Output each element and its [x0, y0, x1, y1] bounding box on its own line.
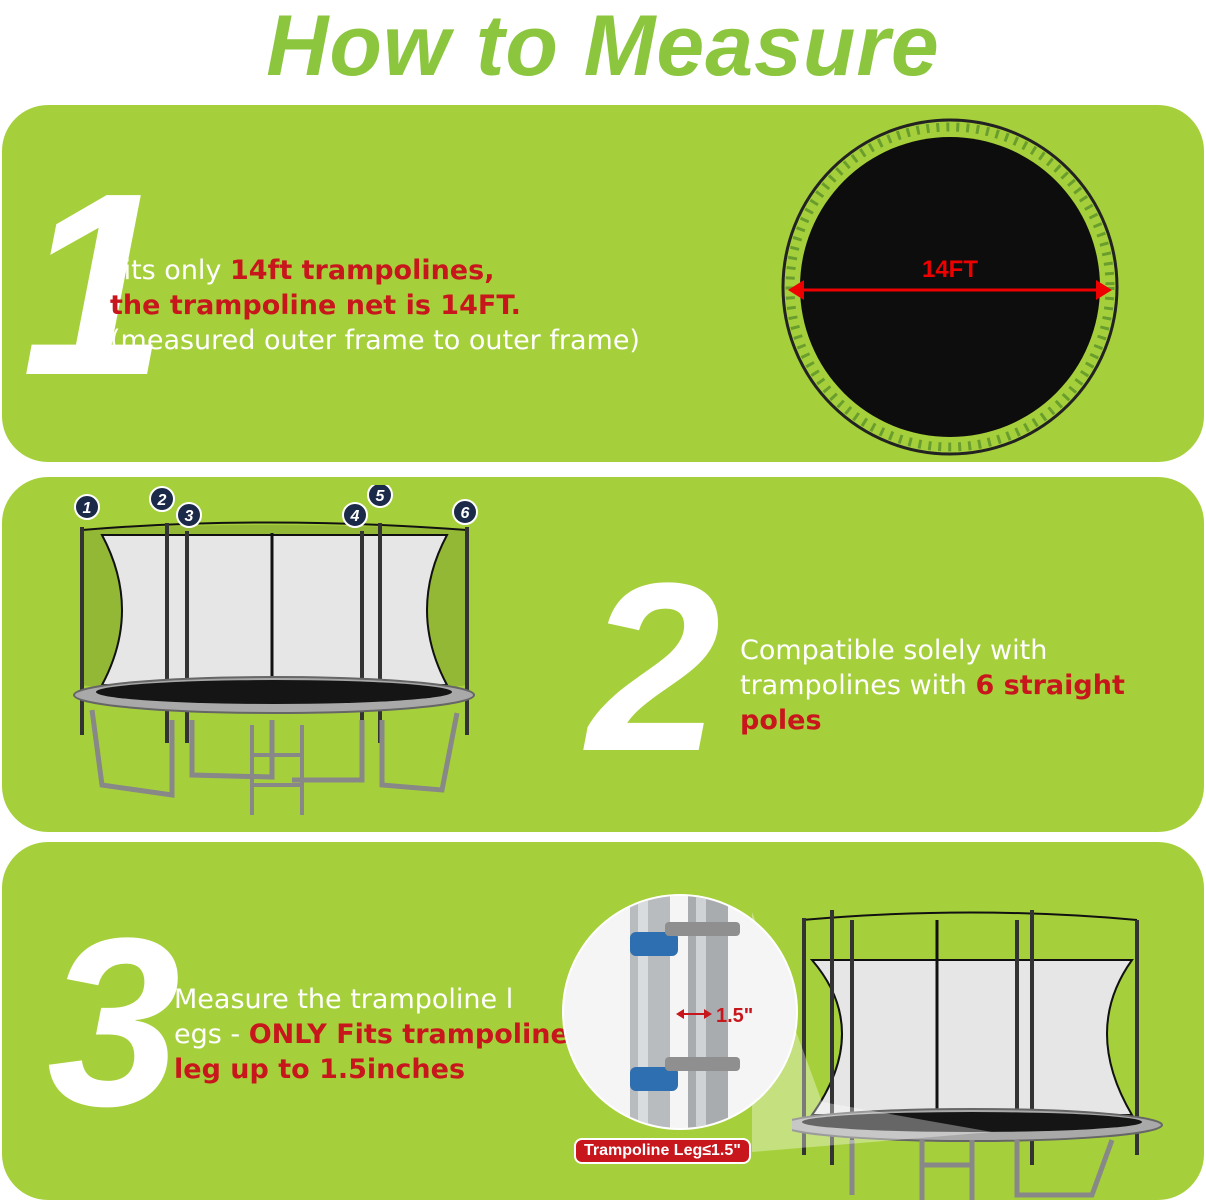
step-3-line3: leg up to 1.5inches [174, 1054, 466, 1085]
step-3-text: Measure the trampoline l egs - ONLY Fits… [174, 982, 569, 1087]
trampoline-leg-badge: Trampoline Leg≤1.5" [574, 1138, 751, 1164]
pole-badge-6: 6 [461, 505, 470, 522]
step-2-number: 2 [587, 533, 721, 801]
step-2-text: Compatible solely with trampolines with … [740, 633, 1204, 738]
trampoline-top-view-icon: 14FT [781, 118, 1119, 456]
step-2-line1: Compatible solely with [740, 635, 1048, 666]
trampoline-enclosure-icon: 1 2 3 4 5 6 [73, 485, 478, 815]
step-1-line1-red: 14ft trampolines, [230, 255, 495, 286]
leg-measure-label: 1.5" [716, 1005, 753, 1027]
step-3-number: 3 [47, 888, 181, 1156]
pole-badge-5: 5 [376, 488, 386, 505]
step-1-text: Fits only 14ft trampolines, the trampoli… [110, 253, 640, 358]
step-3-line1: Measure the trampoline l [174, 984, 514, 1015]
step-3-line2-prefix: egs - [174, 1019, 249, 1050]
step-2-line2-prefix: trampolines with [740, 670, 976, 701]
step-1-panel: 1 Fits only 14ft trampolines, the trampo… [2, 105, 1204, 462]
step-1-number: 1 [22, 140, 167, 430]
step-3-panel: 3 Measure the trampoline l egs - ONLY Fi… [2, 842, 1204, 1200]
page-title: How to Measure [266, 0, 940, 94]
step-3-line2-red: ONLY Fits trampoline [248, 1019, 569, 1050]
diameter-label: 14FT [922, 256, 978, 283]
step-2-line2-red: 6 straight poles [740, 670, 1125, 736]
step-1-line3: (measured outer frame to outer frame) [110, 325, 640, 356]
pole-badge-4: 4 [350, 508, 360, 525]
step-1-line2: the trampoline net is 14FT. [110, 290, 521, 321]
leg-zoom-icon: 1.5" [562, 894, 798, 1130]
step-2-panel: 1 2 3 4 5 6 2 Compatible solely with tra… [2, 477, 1204, 832]
step-1-line1-prefix: Fits only [110, 255, 230, 286]
zoom-cone [752, 912, 992, 1152]
pole-badge-2: 2 [157, 492, 167, 509]
pole-badge-1: 1 [83, 500, 92, 517]
trampoline-side-view-icon [792, 910, 1163, 1200]
pole-badge-3: 3 [185, 508, 194, 525]
